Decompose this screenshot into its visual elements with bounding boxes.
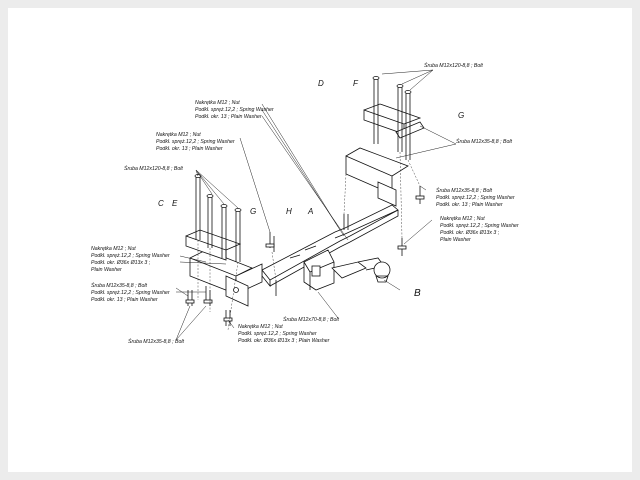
part-letter-d: D [318,79,324,88]
label-line: Podkł. okr. Ø36x Ø13x 3 ; [91,260,151,266]
label-line: Podkł. okr. 13 ; Plain Washer [195,114,262,120]
label-line: Śruba M12x35-8,8 ; Bolt [91,282,147,289]
left-plate-e [185,229,242,261]
part-letter-c: C [158,199,164,208]
label-line: Podkł. spręż.12,2 ; Spring Washer [436,195,515,201]
tow-hitch-exploded-diagram: D F G C E G H A B Śruba M12x120-8,8 ; Bo… [91,62,519,345]
label-line: Podkł. okr. 13 ; Plain Washer [436,202,503,208]
label-bolt-m12x35-right: Śruba M12x35-8,8 ; Bolt [456,138,512,145]
fastener-stacks [185,186,425,326]
label-left-bolt-group: Śruba M12x35-8,8 ; Bolt Podkł. spręż.12,… [91,282,170,303]
label-line: Podkł. spręż.12,2 ; Spring Washer [238,331,317,337]
label-line: Nakrętka M12 ; Nut [156,132,201,138]
label-line: Nakrętka M12 ; Nut [440,216,485,222]
left-long-bolts [194,174,242,262]
label-line: Plain Washer [440,237,471,243]
part-letter-e: E [172,199,178,208]
label-nut-top-center: Nakrętka M12 ; Nut Podkł. spręż.12,2 ; S… [195,100,274,120]
right-side-bracket-d [345,147,409,207]
label-line: Podkł. spręż.12,2 ; Spring Washer [440,223,519,229]
label-line: Nakrętka M12 ; Nut [238,324,283,330]
label-line: Podkł. spręż.12,2 ; Spring Washer [91,290,170,296]
right-long-bolts [372,76,412,160]
center-bracket-h [303,249,335,291]
drawing-sheet: D F G C E G H A B Śruba M12x120-8,8 ; Bo… [8,8,632,472]
part-letter-h: H [286,207,292,216]
part-letter-f: F [353,79,359,88]
label-line: Plain Washer [91,267,122,273]
label-bolt-m12x120-left: Śruba M12x120-8,8 ; Bolt [124,165,183,172]
part-letter-a: A [307,207,313,216]
label-line: Podkł. spręż.12,2 ; Spring Washer [156,139,235,145]
label-line: Nakrętka M12 ; Nut [91,246,136,252]
label-line: Podkł. okr. 13 ; Plain Washer [91,297,158,303]
label-right-bolt-group: Śruba M12x35-8,8 ; Bolt Podkł. spręż.12,… [436,187,515,208]
label-bolt-m12x70: Śruba M12x70-8,8 ; Bolt [283,316,339,323]
label-line: Śruba M12x35-8,8 ; Bolt [436,187,492,194]
label-bolt-m12x35-bottom-left: Śruba M12x35-8,8 ; Bolt [128,338,184,345]
part-letter-g-right: G [458,111,464,120]
label-line: Nakrętka M12 ; Nut [195,100,240,106]
label-nut-bottom-center: Nakrętka M12 ; Nut Podkł. spręż.12,2 ; S… [238,324,330,344]
left-side-bracket-c [189,249,263,307]
part-letter-g-left: G [250,207,256,216]
label-bolt-m12x120-right: Śruba M12x120-8,8 ; Bolt [424,62,483,69]
label-line: Podkł. okr. 13 ; Plain Washer [156,146,223,152]
label-nut-upper-left: Nakrętka M12 ; Nut Podkł. spręż.12,2 ; S… [156,132,235,152]
leader-lines [175,69,457,341]
part-letter-b: B [414,288,421,299]
label-line: Podkł. spręż.12,2 ; Spring Washer [195,107,274,113]
label-right-nut-group: Nakrętka M12 ; Nut Podkł. spręż.12,2 ; S… [440,216,519,243]
label-line: Podkł. spręż.12,2 ; Spring Washer [91,253,170,259]
tow-ball-b [331,257,391,283]
assembly-dash-lines [197,151,421,331]
label-line: Podkł. okr. Ø36x Ø13x 3 ; [440,230,500,236]
label-line: Podkł. okr. Ø36x Ø13x 3 ; Plain Washer [238,338,330,344]
label-left-nut-group: Nakrętka M12 ; Nut Podkł. spręż.12,2 ; S… [91,246,170,273]
